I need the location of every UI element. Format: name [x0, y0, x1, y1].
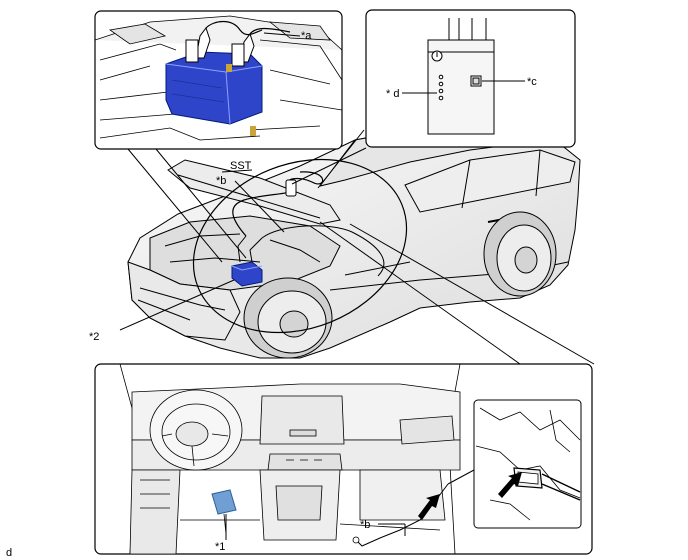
sst-inset [365, 9, 576, 148]
jumper-clamps [185, 20, 291, 67]
rear-wheel [483, 211, 557, 297]
sst-tool-body [427, 39, 495, 135]
callout-lines [119, 129, 595, 365]
footer-label: d [6, 547, 13, 559]
infotainment-screen [259, 395, 345, 445]
front-bumper [127, 261, 241, 341]
vehicle-hood-open [167, 159, 341, 225]
pedal-icon [211, 489, 237, 515]
connector-detail-inset [473, 399, 582, 529]
connector-arrow-icon [498, 472, 522, 498]
battery-icon [165, 51, 263, 125]
battery-inset [94, 10, 343, 150]
label-2: *2 [89, 331, 100, 343]
front-wheel [243, 277, 333, 359]
label-d: * d [386, 88, 400, 100]
label-1: *1 [215, 541, 226, 553]
label-a: *a [301, 30, 312, 42]
interior-inset [94, 363, 593, 555]
label-b-top: *b [216, 175, 227, 187]
arrow-icon [418, 494, 440, 520]
label-c: *c [527, 76, 537, 88]
callout-ellipse [192, 158, 408, 334]
sst-tool-led-indicators [438, 74, 444, 101]
vehicle-illustration [127, 125, 581, 359]
label-sst: SST [230, 160, 252, 172]
steering-wheel-icon [149, 389, 243, 471]
vehicle-side-window [404, 149, 576, 213]
label-b-bottom: *b [360, 519, 371, 531]
